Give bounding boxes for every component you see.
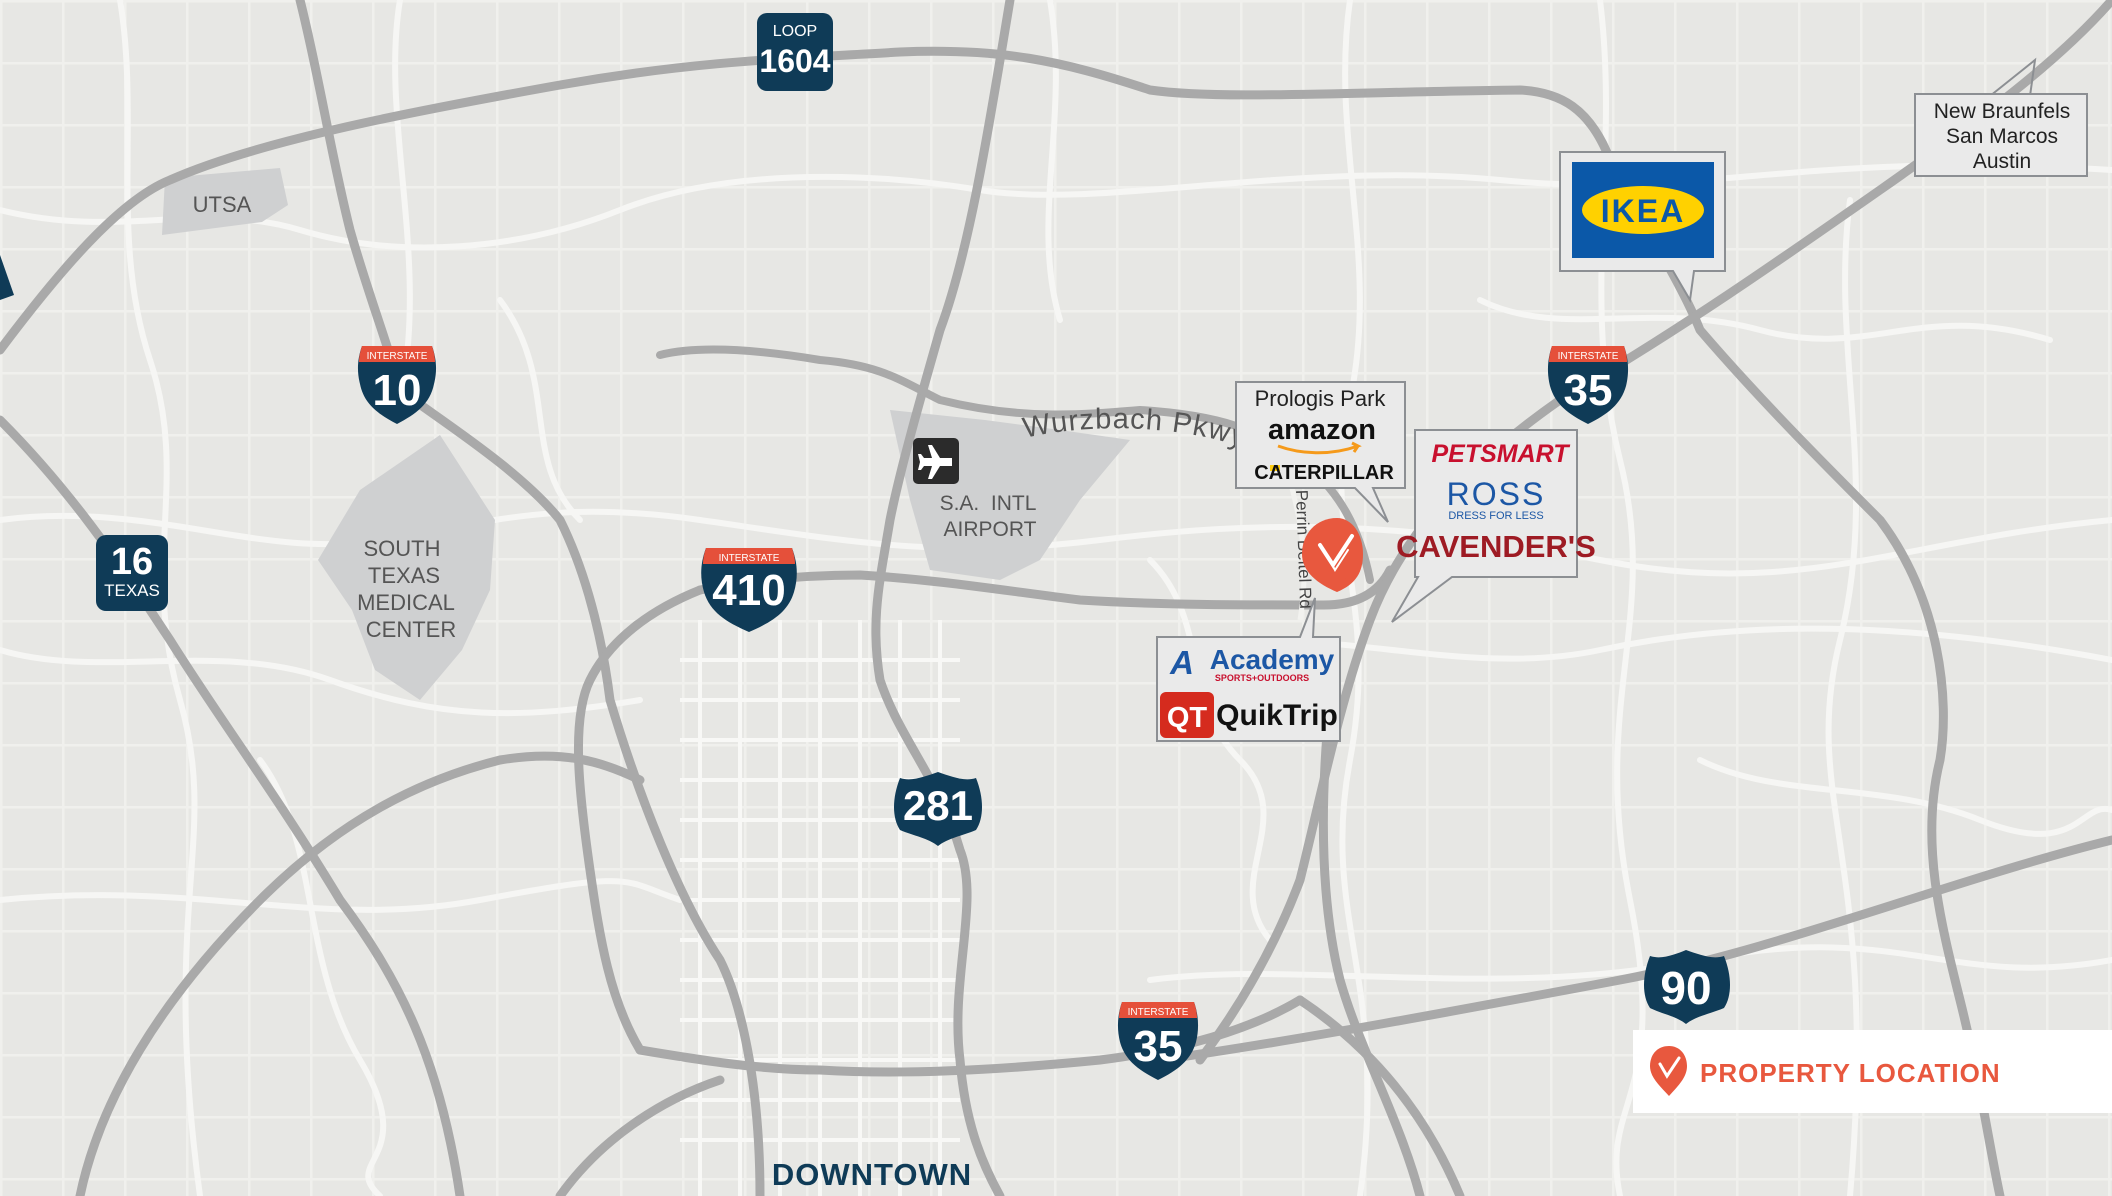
legend-label: PROPERTY LOCATION [1700,1058,2001,1088]
i410-west-road [573,585,705,1055]
i410-number: 410 [712,566,785,615]
perrin-road [1287,479,1307,621]
medical-line-1: SOUTH [364,536,441,561]
property-location-pin[interactable] [1302,518,1363,592]
ikea-logo: IKEA [1601,193,1685,229]
academy-tagline: SPORTS+OUTDOORS [1215,673,1309,683]
ross-logo: ROSS [1447,476,1546,512]
interstate-10-shield: INTERSTATE 10 [357,346,437,424]
qt-logo: QT [1167,702,1208,734]
caterpillar-triangle-icon [1270,465,1280,471]
i10-tag: INTERSTATE [367,351,428,362]
dest-line-1: New Braunfels [1934,100,2071,123]
interstate-410-shield: INTERSTATE 410 [701,548,797,632]
downtown-label: DOWNTOWN [772,1157,972,1192]
airport-label: S.A. INTL AIRPORT [940,492,1037,541]
loop-410-east-road [1318,695,1425,1196]
us281-number: 281 [903,782,973,829]
i35-south-road [635,995,1305,1077]
i35s-tag: INTERSTATE [1128,1007,1189,1018]
medical-center-area [318,435,495,700]
amazon-logo: amazon [1268,414,1376,446]
utsa-label: UTSA [193,192,252,217]
loop-1604-shield: LOOP 1604 [757,13,833,91]
legend-box [1633,1030,2112,1113]
qt-logo-bg [1160,692,1214,738]
west-edge-arrow-icon [0,255,14,300]
i10-east-road [1295,995,1465,1196]
texas-16-shield: 16 TEXAS [96,535,168,611]
loop-shield-top: LOOP [773,23,817,40]
cavenders-logo: CAVENDER'S [1396,529,1596,564]
amazon-smile-icon [1277,441,1362,455]
utsa-area [162,168,288,235]
downtown-connector [555,1075,725,1196]
downtown-streets [680,620,960,1196]
medical-center-label: SOUTH TEXAS MEDICAL CENTER [357,536,456,642]
us-281-shield: 281 [894,772,982,846]
prologis-callout: Prologis Park amazon CATERPILLAR [1235,381,1406,523]
i35n-number: 35 [1564,366,1613,415]
legend: PROPERTY LOCATION [1633,1030,2112,1113]
ross-tagline: DRESS FOR LESS [1448,510,1543,522]
us90-west-road [75,751,645,1196]
i10-number: 10 [373,366,422,415]
us90-number: 90 [1660,962,1711,1014]
medical-line-2: TEXAS [368,563,440,588]
caterpillar-logo: CATERPILLAR [1254,462,1394,484]
i410-tag: INTERSTATE [719,553,780,564]
i410-north-road [695,565,1395,610]
ikea-callout: IKEA [1559,151,1726,303]
academy-quiktrip-callout: A Academy SPORTS+OUTDOORS QT QuikTrip [1156,597,1341,742]
quiktrip-logo: QuikTrip [1216,699,1338,732]
dest-line-3: Austin [1973,150,2031,173]
medical-line-3: MEDICAL [357,590,455,615]
medical-line-4: CENTER [366,617,456,642]
i10-road [295,0,765,1196]
interstate-35-north-shield: INTERSTATE 35 [1547,346,1629,424]
airport-line-1: S.A. INTL [940,492,1037,515]
petsmart-logo: PETSMART [1431,440,1571,468]
tx16-number: 16 [111,541,153,583]
dest-line-2: San Marcos [1946,125,2058,148]
legend-pin-icon [1650,1046,1687,1096]
academy-mark-icon: A [1169,644,1194,681]
tx16-state: TEXAS [104,581,160,600]
us-90-shield: 90 [1644,950,1730,1024]
airport-icon [913,438,959,484]
loop-shield-number: 1604 [759,43,830,79]
airport-line-2: AIRPORT [944,518,1037,541]
prologis-title: Prologis Park [1255,386,1387,411]
retail-callout: PETSMART ROSS DRESS FOR LESS CAVENDER'S [1391,429,1596,623]
loop-1604-road [0,46,2005,1196]
us281-road [871,0,1015,1196]
academy-logo: Academy [1210,644,1335,675]
i35n-tag: INTERSTATE [1558,351,1619,362]
us90-road [1155,835,2112,1065]
north-destinations-box: New Braunfels San Marcos Austin [1914,57,2088,177]
interstate-35-south-shield: INTERSTATE 35 [1117,1002,1199,1080]
i35s-number: 35 [1134,1022,1183,1071]
